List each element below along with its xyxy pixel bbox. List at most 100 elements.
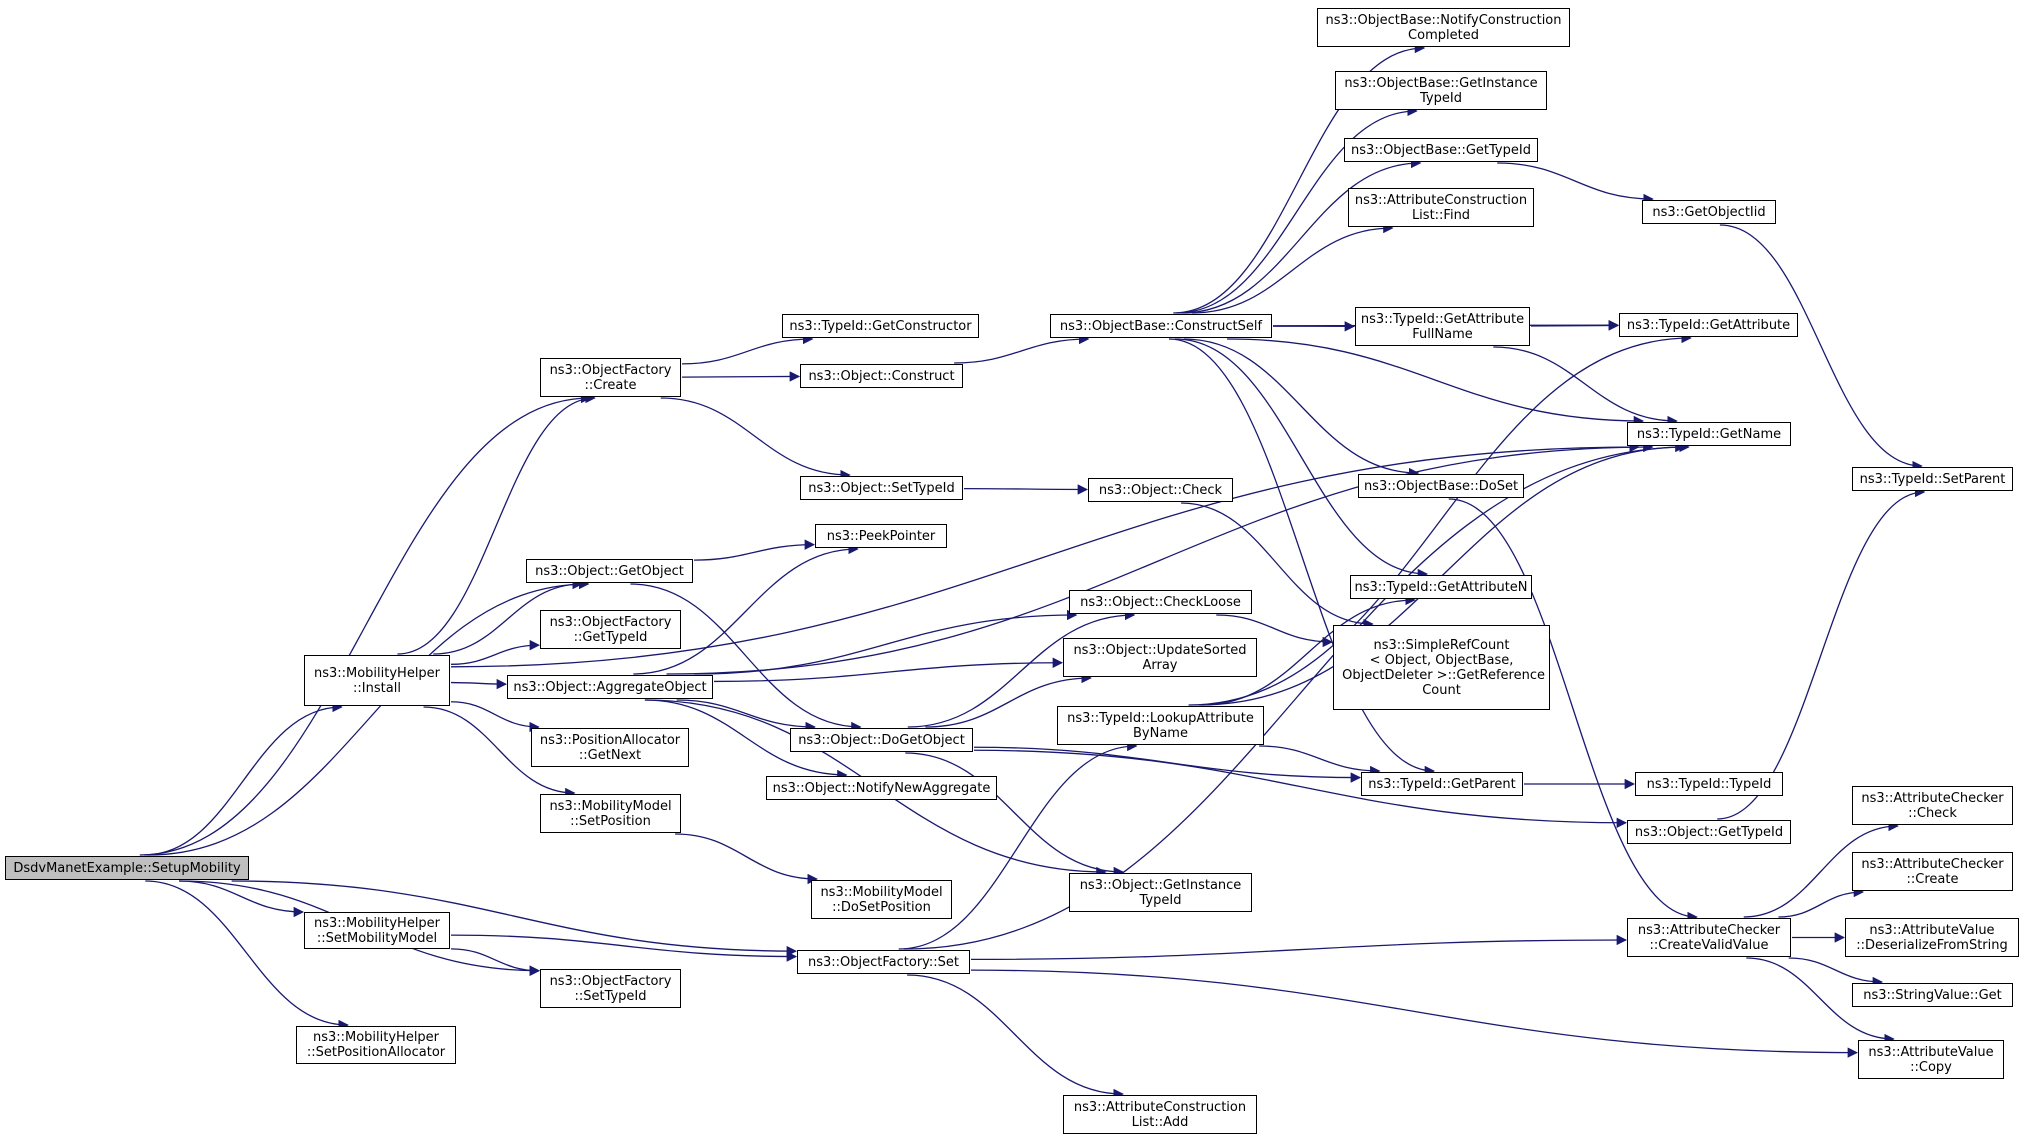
edge-mhInstall-to-ofCreate [397, 392, 596, 655]
edge-objSetTypeId-to-objCheck [963, 484, 1089, 495]
edge-setupMobility-to-mhInstall [144, 701, 343, 856]
edge-ofSet-to-tidGetName [903, 441, 1690, 950]
node-obj-update-sorted[interactable]: ns3::Object::UpdateSorted Array [1063, 638, 1257, 677]
edge-ofCreate-to-tidGetConstructor [681, 333, 814, 365]
edge-mhInstall-to-ofGetTypeId [450, 639, 541, 665]
edge-acCreateValid-to-acCreate [1778, 886, 1865, 918]
edge-obDoSet-to-acCreateValid [1448, 498, 1698, 923]
node-mh-set-pos-alloc[interactable]: ns3::MobilityHelper ::SetPositionAllocat… [296, 1026, 456, 1064]
edge-objGetTypeId-to-tidSetParent [1717, 486, 1926, 820]
node-obj-get-object[interactable]: ns3::Object::GetObject [526, 559, 693, 583]
node-tid-get-name[interactable]: ns3::TypeId::GetName [1627, 422, 1791, 446]
edge-tidLookupAttr-to-tidGetParent [1259, 745, 1381, 777]
edge-objDoGetObject-to-objUpdateSorted [925, 672, 1092, 728]
node-mh-install[interactable]: ns3::MobilityHelper ::Install [304, 655, 450, 706]
node-obj-notify-new-agg[interactable]: ns3::Object::NotifyNewAggregate [766, 776, 997, 800]
edge-objAggregate-to-objUpdateSorted [713, 657, 1064, 683]
edge-setupMobility-to-ofSet [231, 880, 798, 957]
node-av-deserialize[interactable]: ns3::AttributeValue ::DeserializeFromStr… [1845, 918, 2019, 957]
node-ob-notify-construction[interactable]: ns3::ObjectBase::NotifyConstruction Comp… [1317, 8, 1570, 47]
node-tid-get-attribute-n[interactable]: ns3::TypeId::GetAttributeN [1350, 575, 1532, 599]
edge-acCreateValid-to-acCheck [1743, 820, 1899, 918]
edge-tidGetAttrFullName-to-tidGetName [1493, 346, 1678, 427]
node-tid-get-attr-full-name[interactable]: ns3::TypeId::GetAttribute FullName [1355, 307, 1530, 346]
node-tid-get-constructor[interactable]: ns3::TypeId::GetConstructor [782, 314, 979, 338]
node-obj-get-instance-type-id[interactable]: ns3::Object::GetInstance TypeId [1069, 873, 1252, 912]
node-tid-get-parent[interactable]: ns3::TypeId::GetParent [1361, 772, 1523, 796]
edge-mmSetPosition-to-mmDoSetPosition [675, 833, 818, 885]
edge-mhInstall-to-objGetObject [433, 578, 583, 655]
node-tid-set-parent[interactable]: ns3::TypeId::SetParent [1852, 467, 2013, 491]
node-obj-construct[interactable]: ns3::Object::Construct [800, 364, 963, 388]
node-obj-check[interactable]: ns3::Object::Check [1088, 478, 1233, 502]
edge-objGetObject-to-peekPointer [693, 539, 816, 561]
edge-objDoGetObject-to-objGetInstanceTypeId [905, 752, 1125, 878]
edge-ofSet-to-avCopy [970, 969, 1859, 1058]
edge-mhInstall-to-objAggregate [450, 678, 508, 690]
node-of-set-type-id[interactable]: ns3::ObjectFactory ::SetTypeId [540, 969, 681, 1008]
edge-objGetObject-to-objDoGetObject [630, 583, 862, 733]
edge-objDoGetObject-to-objGetTypeId [973, 749, 1628, 828]
node-pa-get-next[interactable]: ns3::PositionAllocator ::GetNext [531, 728, 689, 767]
edge-objCheckLoose-to-simpleRefCount [1216, 614, 1334, 648]
edge-objAggregate-to-objNotifyNewAgg [644, 699, 848, 781]
edge-acCreateValid-to-svGet [1788, 957, 1884, 988]
node-get-object-iid[interactable]: ns3::GetObjectIid [1642, 200, 1776, 224]
edge-obConstructSelf-to-obGetTypeId [1181, 157, 1422, 314]
edge-mhInstall-to-mmSetPosition [423, 706, 576, 799]
edge-ofSet-to-tidLookupAttr [898, 740, 1138, 950]
node-tid-lookup-attr[interactable]: ns3::TypeId::LookupAttribute ByName [1057, 706, 1264, 745]
edge-objCheck-to-simpleRefCount [1181, 502, 1374, 630]
node-acl-find[interactable]: ns3::AttributeConstruction List::Find [1348, 188, 1534, 227]
node-mm-do-set-position[interactable]: ns3::MobilityModel ::DoSetPosition [811, 880, 952, 919]
edge-objAggregate-to-tidGetName [666, 441, 1654, 675]
node-obj-get-type-id[interactable]: ns3::Object::GetTypeId [1627, 820, 1791, 844]
node-ob-do-set[interactable]: ns3::ObjectBase::DoSet [1358, 474, 1524, 498]
edge-setupMobility-to-objGetObject [148, 578, 590, 856]
edge-ofSet-to-aclAdd [907, 974, 1124, 1100]
node-of-get-type-id[interactable]: ns3::ObjectFactory ::GetTypeId [540, 610, 681, 649]
edge-ofCreate-to-objConstruct [681, 371, 801, 382]
edge-obConstructSelf-to-obGetInstanceTypeId [1176, 105, 1418, 314]
edge-setupMobility-to-ofCreate [139, 392, 592, 856]
node-ac-create[interactable]: ns3::AttributeChecker ::Create [1852, 852, 2013, 891]
node-ac-check[interactable]: ns3::AttributeChecker ::Check [1852, 786, 2013, 825]
node-obj-set-type-id[interactable]: ns3::Object::SetTypeId [800, 476, 963, 500]
edge-obConstructSelf-to-aclFind [1191, 222, 1394, 314]
edge-objAggregate-to-peekPointer [633, 543, 859, 675]
node-peek-pointer[interactable]: ns3::PeekPointer [815, 524, 947, 548]
node-setup-mobility: DsdvManetExample::SetupMobility [5, 856, 249, 880]
node-av-copy[interactable]: ns3::AttributeValue ::Copy [1858, 1040, 2004, 1079]
edge-getObjectIid-to-tidSetParent [1719, 224, 1923, 472]
node-ac-create-valid[interactable]: ns3::AttributeChecker ::CreateValidValue [1627, 918, 1791, 957]
edge-objAggregate-to-objCheckLoose [694, 609, 1078, 675]
node-tid-get-attribute[interactable]: ns3::TypeId::GetAttribute [1619, 313, 1798, 337]
node-ob-get-type-id[interactable]: ns3::ObjectBase::GetTypeId [1344, 138, 1538, 162]
node-obj-aggregate[interactable]: ns3::Object::AggregateObject [507, 675, 713, 699]
edge-ofCreate-to-objSetTypeId [660, 397, 851, 481]
node-tid-type-id[interactable]: ns3::TypeId::TypeId [1635, 772, 1783, 796]
edge-acCreateValid-to-avCopy [1746, 957, 1895, 1045]
node-mm-set-position[interactable]: ns3::MobilityModel ::SetPosition [540, 794, 681, 833]
edge-mhInstall-to-paGetNext [450, 701, 540, 733]
edge-obConstructSelf-to-obDoSet [1183, 338, 1420, 479]
node-mh-set-mobility-model[interactable]: ns3::MobilityHelper ::SetMobilityModel [304, 912, 450, 949]
node-obj-do-get-object[interactable]: ns3::Object::DoGetObject [790, 728, 973, 752]
edge-obConstructSelf-to-tidGetName [1226, 338, 1645, 427]
node-of-create[interactable]: ns3::ObjectFactory ::Create [540, 358, 681, 397]
node-obj-check-loose[interactable]: ns3::Object::CheckLoose [1069, 590, 1252, 614]
node-of-set[interactable]: ns3::ObjectFactory::Set [797, 950, 970, 974]
edge-obConstructSelf-to-tidGetAttributeN [1174, 338, 1429, 580]
node-simple-ref-count[interactable]: ns3::SimpleRefCount < Object, ObjectBase… [1333, 625, 1550, 710]
edge-mhInstall-to-tidGetName [450, 441, 1640, 668]
node-sv-get[interactable]: ns3::StringValue::Get [1852, 983, 2013, 1007]
node-ob-construct-self[interactable]: ns3::ObjectBase::ConstructSelf [1050, 314, 1272, 338]
node-acl-add[interactable]: ns3::AttributeConstruction List::Add [1063, 1095, 1257, 1134]
node-ob-get-instance-type-id[interactable]: ns3::ObjectBase::GetInstance TypeId [1335, 71, 1547, 110]
edge-obGetTypeId-to-getObjectIid [1497, 162, 1654, 205]
edge-tidLookupAttr-to-tidGetAttributeN [1202, 594, 1416, 706]
edge-objConstruct-to-obConstructSelf [954, 333, 1090, 364]
edge-mhSetMobilityModel-to-ofSetTypeId [450, 948, 541, 976]
